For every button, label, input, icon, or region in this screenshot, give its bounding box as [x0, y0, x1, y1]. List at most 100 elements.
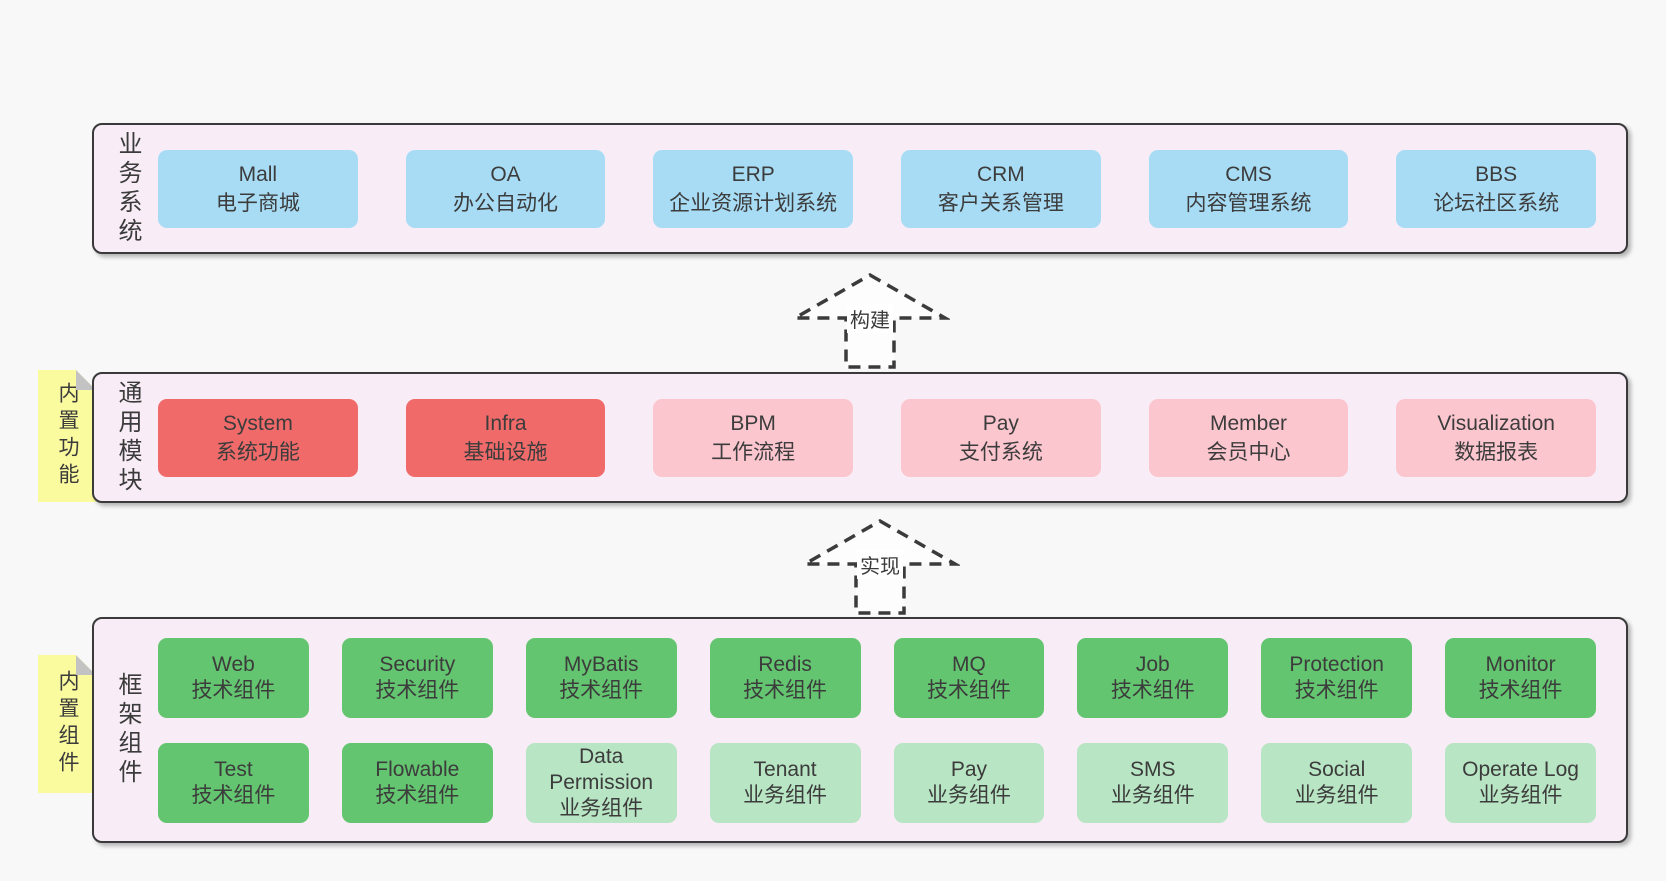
node-desc: 办公自动化	[453, 191, 558, 215]
arrow-label: 构建	[847, 304, 893, 333]
node-desc: 技术组件	[1294, 678, 1379, 702]
node-name: Social	[1308, 757, 1366, 781]
arrow-implement-up-icon: 实现	[800, 518, 960, 616]
node-name: Monitor	[1485, 652, 1556, 676]
node-web: Web 技术组件	[158, 637, 309, 718]
layer-title: 框架组件	[114, 672, 141, 788]
node-oa: OA 办公自动化	[405, 149, 606, 228]
node-name: Redis	[758, 652, 812, 676]
node-job: Job 技术组件	[1077, 637, 1229, 718]
layer-common-modules: 通用模块 System 系统功能 Infra 基础设施 BPM 工作流程 Pay…	[92, 372, 1628, 503]
node-desc: 技术组件	[191, 678, 276, 702]
layer-title: 业务系统	[114, 130, 141, 247]
node-desc: 论坛社区系统	[1433, 191, 1560, 215]
node-visualization: Visualization 数据报表	[1396, 398, 1597, 477]
node-tenant: Tenant 业务组件	[709, 742, 861, 823]
node-social: Social 业务组件	[1261, 742, 1413, 823]
node-pay: Pay 支付系统	[901, 398, 1101, 477]
node-operate-log: Operate Log 业务组件	[1445, 742, 1596, 823]
node-name: Mall	[238, 162, 278, 186]
node-mybatis: MyBatis 技术组件	[525, 637, 677, 718]
tab-built-in-features: 内置功能	[38, 370, 96, 502]
node-row: Web 技术组件 Security 技术组件 MyBatis 技术组件 Redi…	[158, 637, 1596, 718]
node-row: Mall 电子商城 OA 办公自动化 ERP 企业资源计划系统 CRM 客户关系…	[158, 149, 1597, 228]
node-monitor: Monitor 技术组件	[1445, 637, 1596, 718]
node-name: Flowable	[375, 757, 460, 781]
node-crm: CRM 客户关系管理	[901, 149, 1101, 228]
node-desc: 技术组件	[191, 783, 276, 807]
node-name: Test	[214, 757, 253, 781]
node-desc: 工作流程	[711, 440, 796, 464]
node-sms: SMS 业务组件	[1077, 742, 1229, 823]
node-desc: 技术组件	[926, 678, 1011, 702]
node-name: BPM	[730, 411, 776, 435]
node-name: Infra	[484, 411, 527, 435]
node-desc: 系统功能	[215, 440, 300, 464]
node-name: MyBatis	[563, 652, 639, 676]
node-name: Member	[1210, 411, 1288, 435]
node-mq: MQ 技术组件	[893, 637, 1045, 718]
node-infra: Infra 基础设施	[405, 398, 606, 477]
node-desc: 技术组件	[1110, 678, 1195, 702]
node-mall: Mall 电子商城	[158, 149, 358, 228]
node-name: Job	[1135, 652, 1170, 676]
node-desc: 业务组件	[1110, 783, 1195, 807]
node-desc: 业务组件	[926, 783, 1011, 807]
node-test: Test 技术组件	[158, 742, 309, 823]
node-name: Web	[212, 652, 255, 676]
node-desc: 业务组件	[1294, 783, 1379, 807]
node-security: Security 技术组件	[341, 637, 493, 718]
node-row: System 系统功能 Infra 基础设施 BPM 工作流程 Pay 支付系统…	[158, 398, 1597, 477]
node-name: OA	[490, 162, 521, 186]
tab-label: 内置组件	[56, 670, 79, 778]
node-desc: 基础设施	[463, 440, 548, 464]
node-name: Data Permission	[549, 744, 654, 794]
node-grid: Web 技术组件 Security 技术组件 MyBatis 技术组件 Redi…	[158, 637, 1596, 823]
arrow-label: 实现	[857, 550, 903, 579]
node-desc: 技术组件	[743, 678, 828, 702]
node-name: BBS	[1475, 162, 1518, 186]
layer-title: 通用模块	[114, 379, 141, 496]
node-erp: ERP 企业资源计划系统	[653, 149, 854, 228]
node-name: MQ	[952, 652, 986, 676]
node-bbs: BBS 论坛社区系统	[1396, 149, 1597, 228]
node-name: Visualization	[1437, 411, 1555, 435]
node-name: Pay	[982, 411, 1019, 435]
node-desc: 数据报表	[1454, 440, 1539, 464]
node-pay-biz: Pay 业务组件	[893, 742, 1045, 823]
node-desc: 技术组件	[1478, 678, 1563, 702]
node-name: Tenant	[753, 757, 817, 781]
node-desc: 会员中心	[1206, 440, 1291, 464]
node-row: Test 技术组件 Flowable 技术组件 Data Permission …	[158, 742, 1596, 823]
node-name: Security	[379, 652, 456, 676]
layer-business-systems: 业务系统 Mall 电子商城 OA 办公自动化 ERP 企业资源计划系统 CRM…	[92, 123, 1628, 254]
node-desc: 内容管理系统	[1185, 191, 1312, 215]
node-desc: 技术组件	[375, 678, 460, 702]
node-desc: 业务组件	[559, 796, 644, 820]
node-desc: 电子商城	[215, 191, 300, 215]
tab-label: 内置功能	[56, 382, 79, 490]
node-desc: 企业资源计划系统	[669, 191, 838, 215]
arrow-build-up-icon: 构建	[790, 272, 950, 370]
node-data-permission: Data Permission 业务组件	[525, 742, 677, 823]
node-desc: 业务组件	[1478, 783, 1563, 807]
node-desc: 支付系统	[958, 440, 1043, 464]
node-name: Protection	[1289, 652, 1384, 676]
node-cms: CMS 内容管理系统	[1148, 149, 1349, 228]
tab-built-in-components: 内置组件	[38, 655, 96, 793]
layer-framework-components: 框架组件 Web 技术组件 Security 技术组件 MyBatis 技术组件…	[92, 617, 1628, 843]
node-name: Pay	[950, 757, 988, 781]
node-desc: 技术组件	[375, 783, 460, 807]
node-name: CRM	[976, 162, 1025, 186]
node-member: Member 会员中心	[1148, 398, 1349, 477]
node-flowable: Flowable 技术组件	[341, 742, 493, 823]
node-desc: 技术组件	[559, 678, 644, 702]
node-desc: 客户关系管理	[937, 191, 1064, 215]
node-protection: Protection 技术组件	[1261, 637, 1413, 718]
node-name: SMS	[1130, 757, 1176, 781]
node-name: Operate Log	[1462, 757, 1579, 781]
node-system: System 系统功能	[158, 398, 358, 477]
node-desc: 业务组件	[743, 783, 828, 807]
node-bpm: BPM 工作流程	[653, 398, 854, 477]
